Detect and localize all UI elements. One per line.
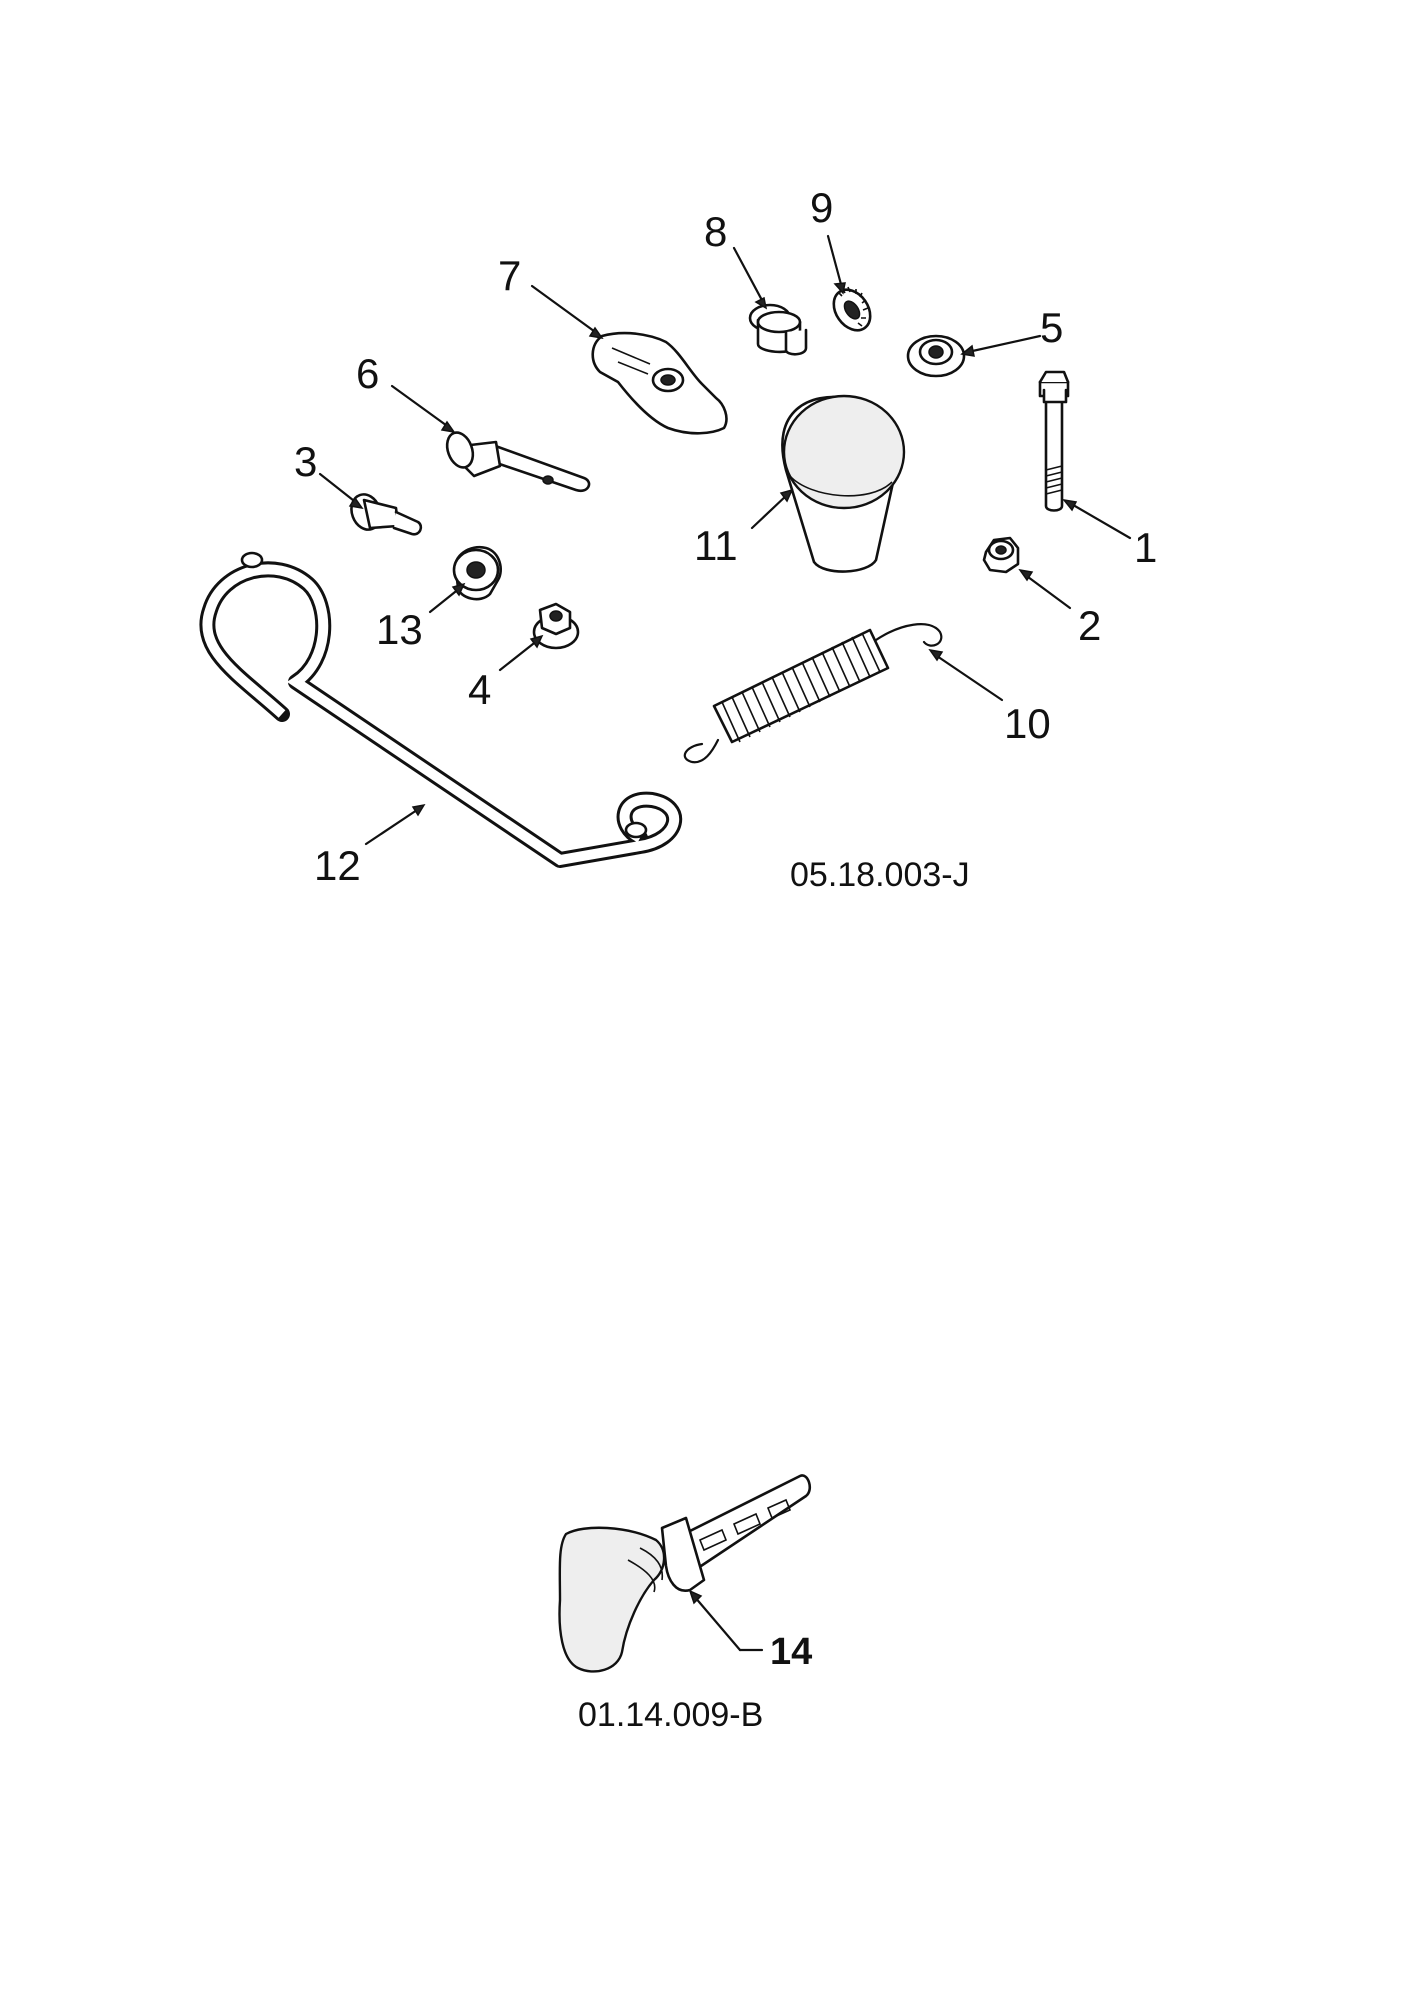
- leader-11: [750, 492, 790, 530]
- callout-2: 2: [1078, 602, 1101, 649]
- rod-icon: [199, 551, 683, 868]
- handle-icon: [558, 1474, 812, 1673]
- leader-3: [318, 472, 360, 506]
- figure-code: 01.14.009-B: [578, 1696, 763, 1734]
- leader-4: [498, 638, 540, 672]
- serrated-nut-icon: [832, 286, 872, 332]
- pin-icon: [445, 431, 591, 493]
- bolt-icon: [1038, 370, 1070, 512]
- leader-9: [826, 234, 844, 290]
- callout-8: 8: [704, 208, 727, 255]
- leader-lines: [318, 234, 1132, 846]
- bracket-icon: [591, 331, 728, 435]
- callout-3: 3: [294, 438, 317, 485]
- bushing-icon: [748, 303, 808, 356]
- leader-1: [1066, 500, 1132, 540]
- knob-icon: [781, 394, 906, 573]
- shoulder-bolt-icon: [350, 493, 423, 536]
- figure-01-14-009: 14 01.14.009-B: [558, 1474, 812, 1734]
- callout-13: 13: [376, 606, 423, 653]
- spring-icon: [683, 623, 943, 764]
- callout-9: 9: [810, 184, 833, 231]
- leader-13: [428, 586, 462, 614]
- callout-5: 5: [1040, 304, 1063, 351]
- callout-14: 14: [770, 1631, 812, 1673]
- washer-icon: [906, 334, 966, 378]
- figure-code: 05.18.003-J: [790, 856, 970, 894]
- flange-nut-icon: [532, 602, 580, 650]
- leader-8: [732, 246, 766, 306]
- callout-12: 12: [314, 842, 361, 889]
- leader-7: [530, 284, 600, 336]
- spacer-icon: [452, 545, 502, 601]
- callout-6: 6: [356, 350, 379, 397]
- leader-12: [364, 806, 422, 846]
- leader-2: [1022, 572, 1072, 610]
- callout-10: 10: [1004, 700, 1051, 747]
- leader-14-diag: [692, 1594, 742, 1652]
- leader-6: [390, 384, 452, 430]
- callout-1: 1: [1134, 524, 1157, 571]
- callout-11: 11: [694, 522, 738, 569]
- leader-5: [966, 334, 1042, 354]
- leader-10: [932, 652, 1004, 702]
- callout-4: 4: [468, 666, 491, 713]
- locknut-icon: [982, 536, 1020, 574]
- callout-7: 7: [498, 252, 521, 299]
- figure-05-18-003: 1 2 3 4 5 6 7 8 9 10 11 12 13 05.18.003-…: [199, 184, 1157, 894]
